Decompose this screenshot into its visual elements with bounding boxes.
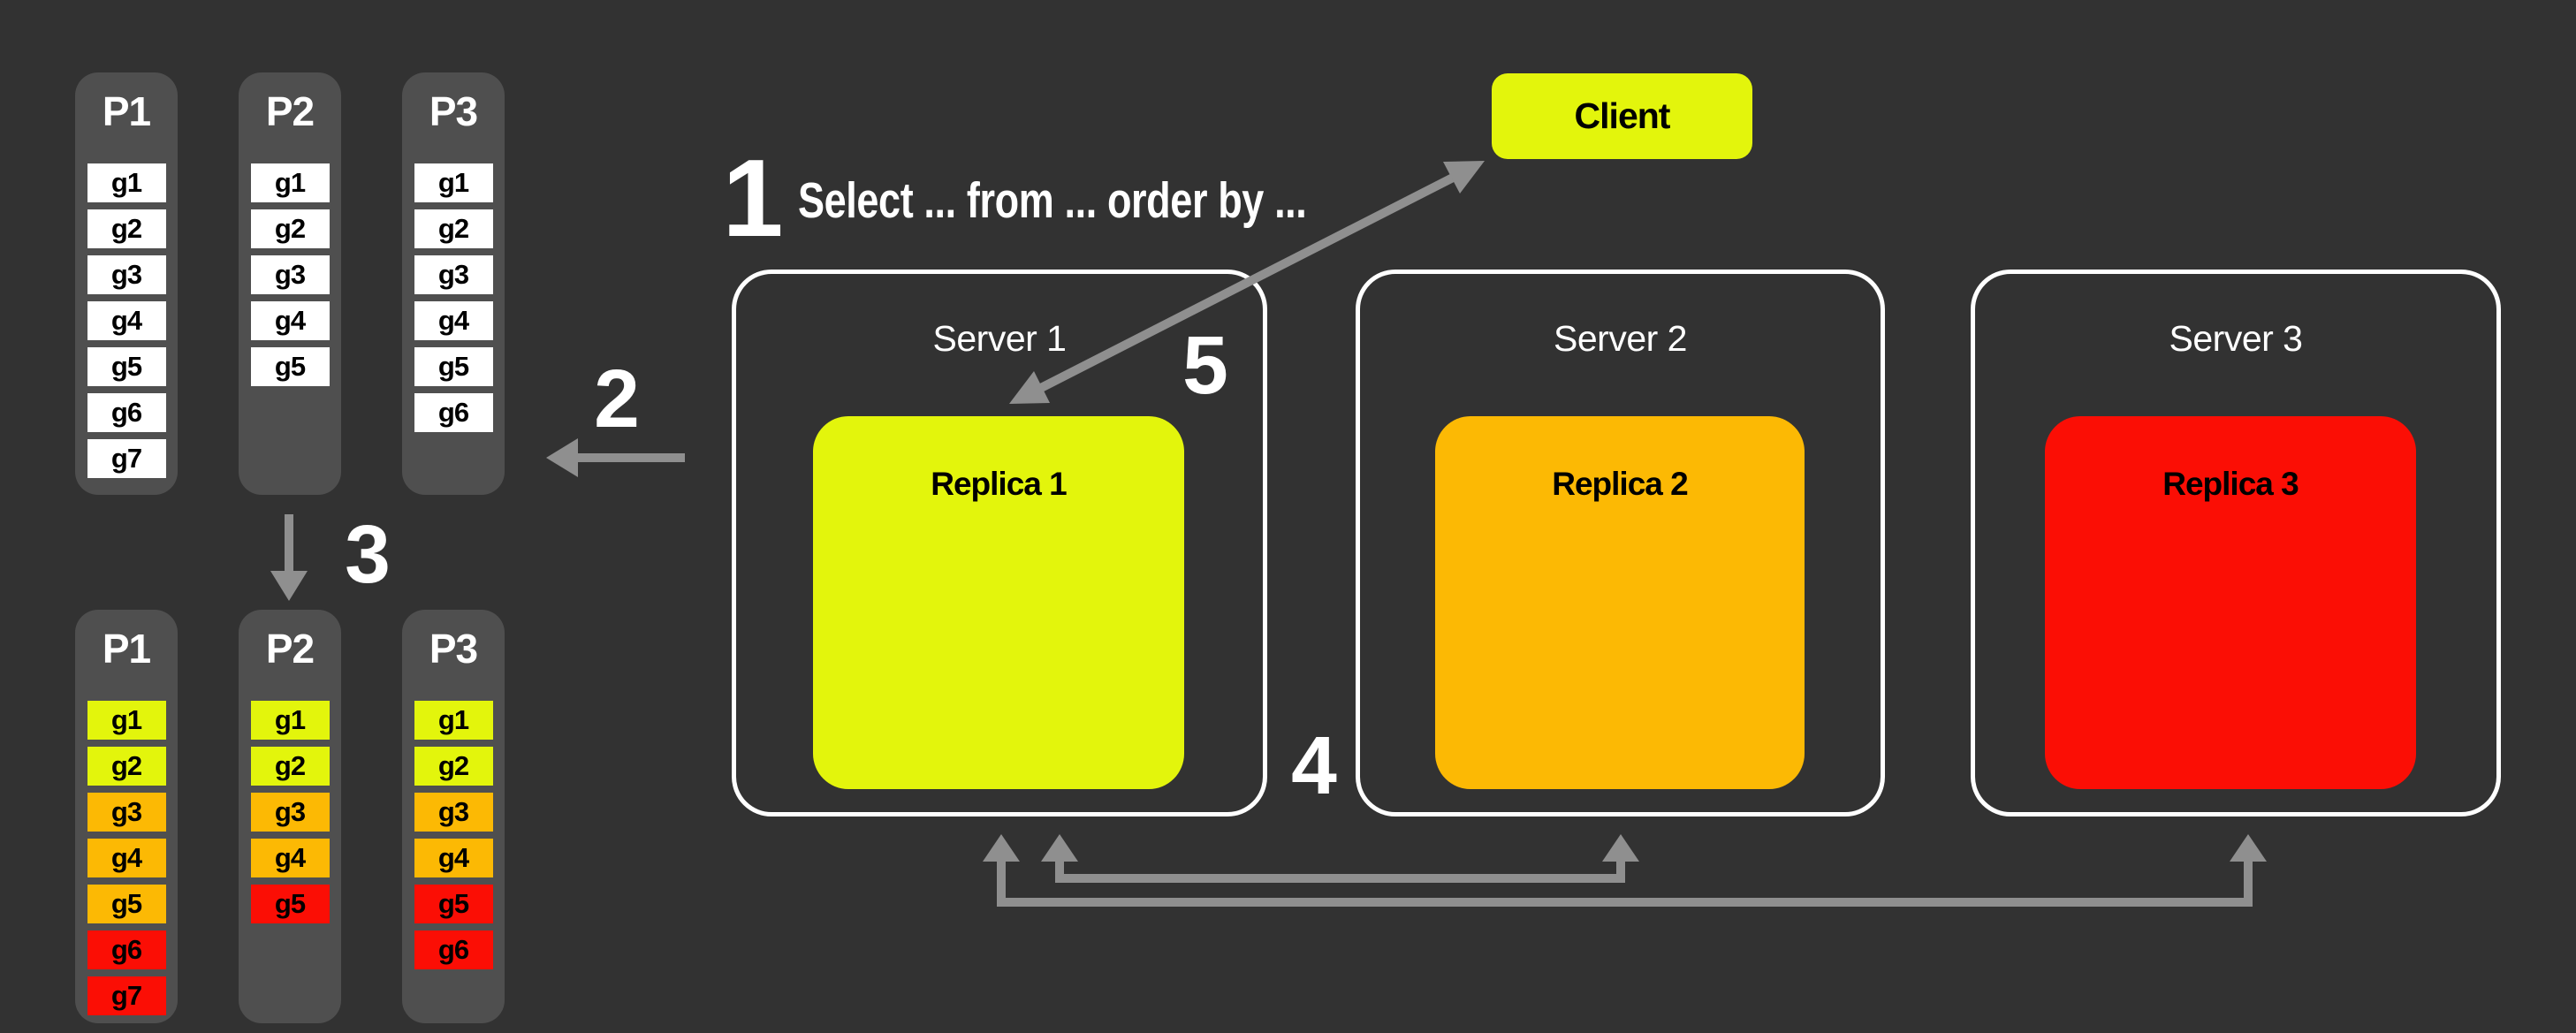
partition-label: P1 bbox=[102, 626, 151, 672]
step-2-number: 2 bbox=[594, 353, 640, 444]
partition-column-p1-after: P1 g1 g2 g3 g4 g5 g6 g7 bbox=[75, 610, 178, 1023]
partition-label: P3 bbox=[429, 88, 478, 134]
step-1-number: 1 bbox=[722, 138, 784, 260]
partition-item: g1 bbox=[414, 701, 493, 740]
partition-item: g3 bbox=[87, 793, 166, 832]
partition-item: g3 bbox=[87, 255, 166, 294]
partition-column-p2-after: P2 g1 g2 g3 g4 g5 bbox=[239, 610, 341, 1023]
replica-2-label: Replica 2 bbox=[1552, 466, 1688, 502]
step-1-query-text: Select ... from ... order by ... bbox=[798, 172, 1307, 229]
partition-item: g6 bbox=[87, 930, 166, 969]
partition-label: P2 bbox=[265, 88, 315, 134]
partition-item: g1 bbox=[87, 163, 166, 202]
partition-item: g4 bbox=[87, 839, 166, 877]
partition-item: g1 bbox=[87, 701, 166, 740]
step3-down-arrow-icon bbox=[270, 514, 308, 601]
partition-item: g5 bbox=[250, 347, 330, 386]
partition-item: g1 bbox=[250, 701, 330, 740]
replica-1-box: Replica 1 bbox=[813, 416, 1184, 789]
sync-arrow-server1-server3-icon bbox=[983, 834, 2267, 907]
replica-3-label: Replica 3 bbox=[2162, 466, 2299, 502]
partition-column-p3-after: P3 g1 g2 g3 g4 g5 g6 bbox=[402, 610, 505, 1023]
partition-column-p1-before: P1 g1 g2 g3 g4 g5 g6 g7 bbox=[75, 72, 178, 495]
replica-3-box: Replica 3 bbox=[2045, 416, 2416, 789]
client-box: Client bbox=[1492, 73, 1752, 159]
step-4-number: 4 bbox=[1291, 719, 1337, 811]
partition-item: g2 bbox=[414, 209, 493, 248]
partition-item: g3 bbox=[250, 255, 330, 294]
partition-label: P1 bbox=[102, 88, 151, 134]
partition-item: g5 bbox=[87, 885, 166, 923]
partition-item: g4 bbox=[414, 839, 493, 877]
partition-label: P3 bbox=[429, 626, 478, 672]
partition-item: g7 bbox=[87, 976, 166, 1015]
replica-2-box: Replica 2 bbox=[1435, 416, 1805, 789]
partition-item: g3 bbox=[250, 793, 330, 832]
server-2-box: Server 2 Replica 2 bbox=[1356, 270, 1885, 817]
replica-1-label: Replica 1 bbox=[931, 466, 1067, 502]
partition-item: g4 bbox=[414, 301, 493, 340]
server-2-label: Server 2 bbox=[1554, 318, 1687, 359]
server-1-box: Server 1 Replica 1 bbox=[732, 270, 1267, 817]
partition-item: g4 bbox=[250, 839, 330, 877]
partition-item: g4 bbox=[250, 301, 330, 340]
step-3-number: 3 bbox=[345, 508, 391, 600]
partition-item: g1 bbox=[414, 163, 493, 202]
sync-arrow-server1-server2-icon bbox=[1041, 834, 1639, 883]
partition-item: g5 bbox=[414, 347, 493, 386]
partition-item: g1 bbox=[250, 163, 330, 202]
step-5-number: 5 bbox=[1182, 319, 1228, 411]
partition-item: g7 bbox=[87, 439, 166, 478]
partition-item: g5 bbox=[87, 347, 166, 386]
partition-item: g5 bbox=[414, 885, 493, 923]
server-3-box: Server 3 Replica 3 bbox=[1971, 270, 2501, 817]
partition-item: g3 bbox=[414, 255, 493, 294]
partition-item: g6 bbox=[414, 930, 493, 969]
partition-column-p2-before: P2 g1 g2 g3 g4 g5 bbox=[239, 72, 341, 495]
partition-item: g2 bbox=[414, 747, 493, 786]
partition-item: g2 bbox=[250, 209, 330, 248]
partition-item: g2 bbox=[87, 747, 166, 786]
server-3-label: Server 3 bbox=[2169, 318, 2303, 359]
partition-item: g2 bbox=[87, 209, 166, 248]
partition-item: g6 bbox=[87, 393, 166, 432]
partition-column-p3-before: P3 g1 g2 g3 g4 g5 g6 bbox=[402, 72, 505, 495]
partition-item: g3 bbox=[414, 793, 493, 832]
partition-label: P2 bbox=[265, 626, 315, 672]
partition-item: g4 bbox=[87, 301, 166, 340]
partition-item: g6 bbox=[414, 393, 493, 432]
partition-item: g5 bbox=[250, 885, 330, 923]
partition-item: g2 bbox=[250, 747, 330, 786]
